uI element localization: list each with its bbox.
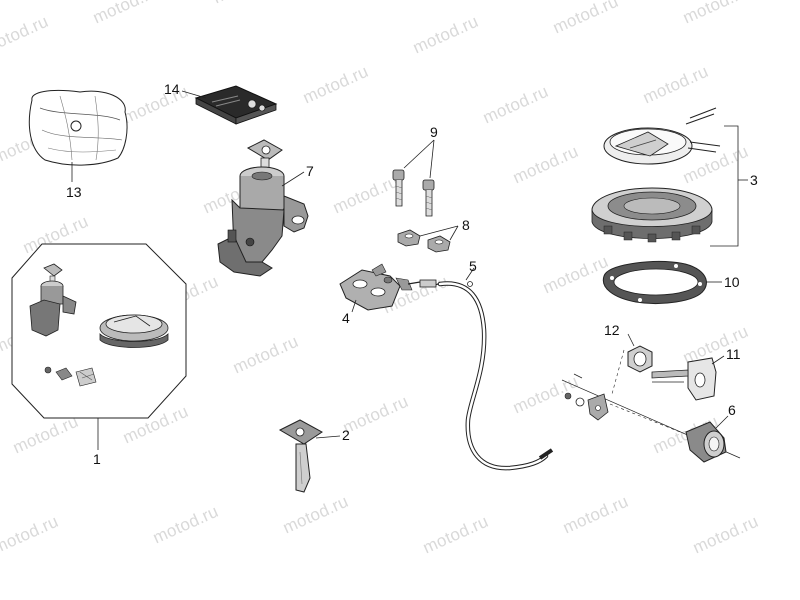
callout-13: 13 — [66, 184, 82, 200]
callout-8: 8 — [462, 217, 470, 233]
leader-line-14 — [181, 90, 207, 99]
callout-6: 6 — [728, 402, 736, 418]
part-11-lock-bracket — [651, 355, 725, 401]
callout-4: 4 — [342, 310, 350, 326]
callout-5: 5 — [469, 258, 477, 274]
part-3-fuel-cap — [591, 107, 748, 247]
part-10-gasket — [602, 261, 722, 304]
part-12-washer — [611, 333, 653, 395]
leader-line-5 — [465, 267, 475, 281]
part-13-cover — [28, 89, 128, 182]
callout-9: 9 — [430, 124, 438, 140]
part-14-key-tag — [181, 85, 278, 125]
part-8-nuts — [397, 225, 459, 253]
leader-line-11 — [711, 355, 725, 365]
callout-11: 11 — [726, 346, 741, 362]
leader-line-4 — [351, 299, 357, 313]
leader-line-7 — [281, 171, 305, 187]
leader-line-8a — [419, 225, 459, 237]
callout-2: 2 — [342, 427, 350, 443]
callout-1: 1 — [93, 451, 101, 467]
leader-line-8b — [449, 225, 459, 241]
leader-line-12 — [627, 333, 635, 347]
part-9-bolts — [392, 139, 435, 217]
leader-line-6 — [715, 415, 729, 429]
callout-7: 7 — [306, 163, 314, 179]
callout-14: 14 — [164, 81, 180, 97]
callout-3: 3 — [750, 172, 758, 188]
callout-10: 10 — [724, 274, 740, 290]
leader-line-2 — [315, 435, 341, 439]
leader-line-9b — [429, 139, 435, 179]
part-5-cable — [407, 267, 554, 471]
part-6-lock-cylinder — [685, 415, 729, 463]
part-1-kit-inset — [11, 243, 187, 450]
part-4-lock-plate — [339, 263, 413, 313]
part-2-key — [278, 419, 341, 493]
part-7-ignition-switch — [217, 139, 309, 277]
callout-12: 12 — [604, 322, 620, 338]
leader-line-9a — [403, 139, 435, 169]
